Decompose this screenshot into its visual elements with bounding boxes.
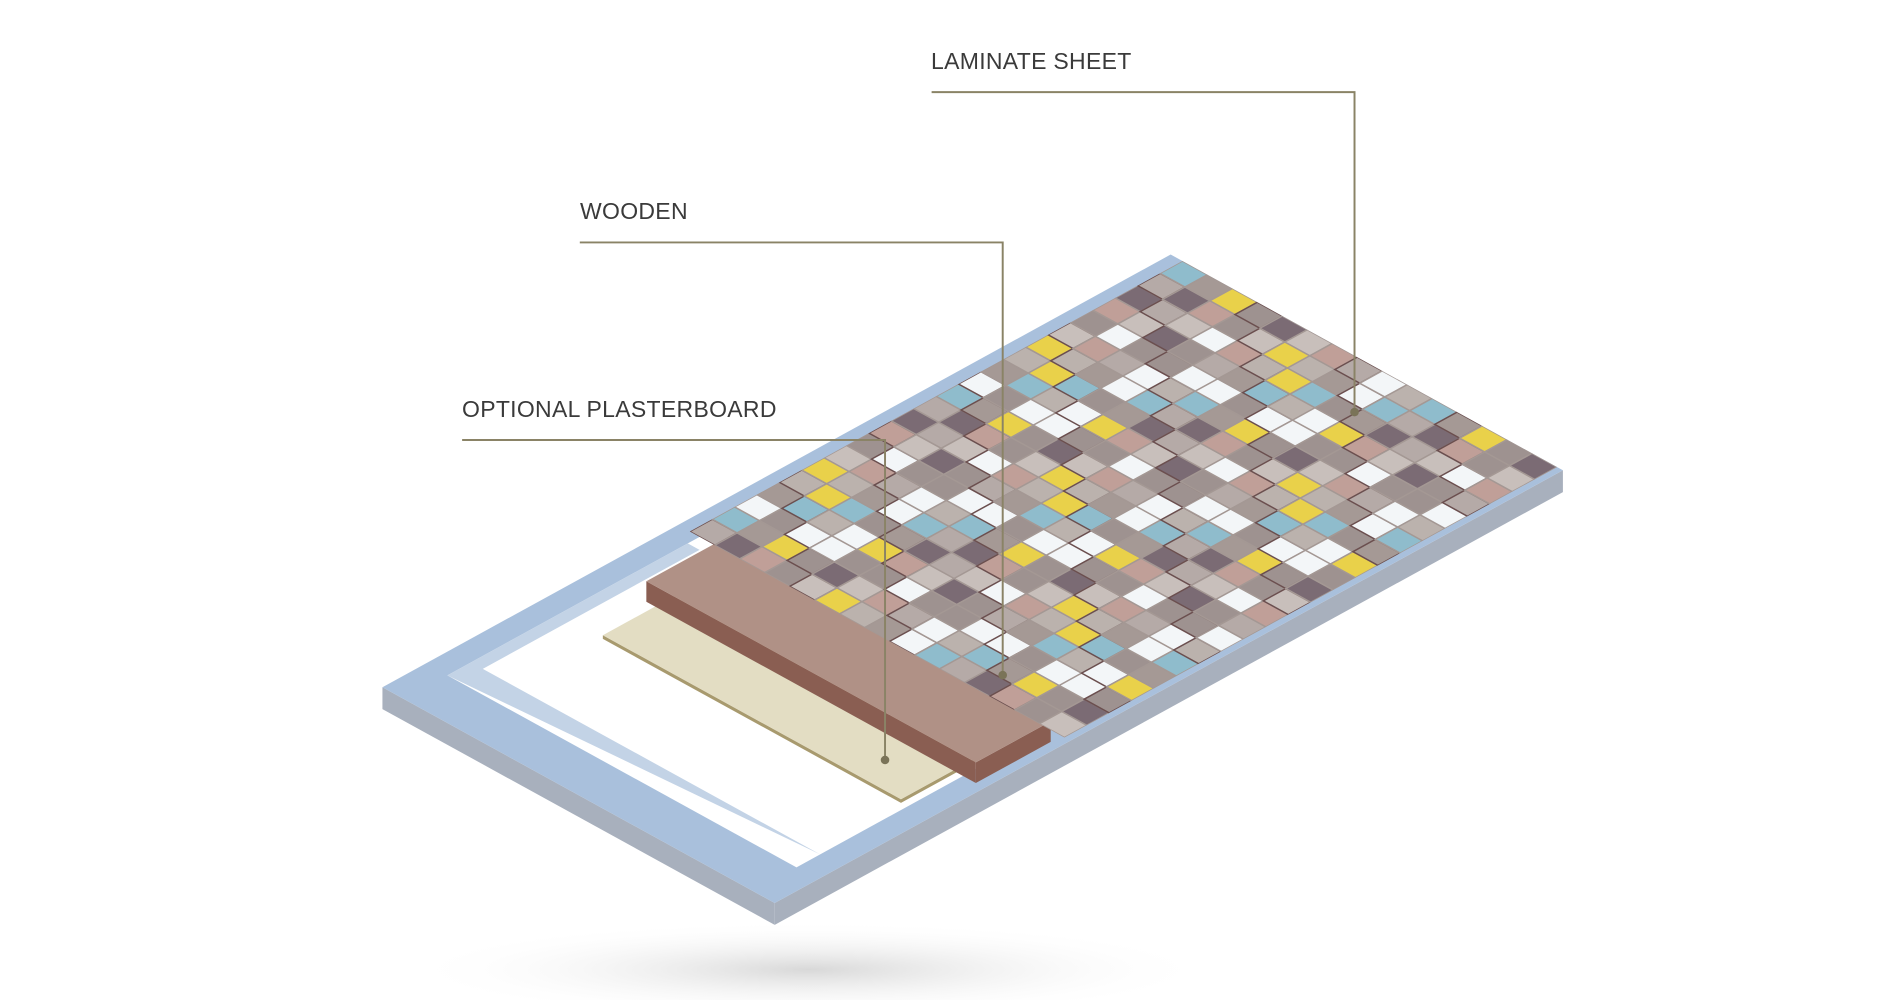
wooden-board-front <box>646 581 976 784</box>
wooden-leader <box>579 241 1004 676</box>
laminate-sheet-label: LAMINATE SHEET <box>931 48 1132 74</box>
laminate-sheet-layer <box>689 261 1558 738</box>
frame-side-left <box>382 687 775 925</box>
laminate-dot <box>1350 407 1359 417</box>
leader-lines <box>462 91 1359 765</box>
laminate-tile <box>1508 452 1558 481</box>
plasterboard-dot <box>880 755 890 765</box>
laminate-leader <box>931 91 1356 413</box>
plasterboard-front <box>602 635 901 803</box>
plasterboard-top <box>602 587 988 800</box>
wooden-board-side <box>975 721 1051 784</box>
wooden-dot <box>998 670 1007 680</box>
frame-inner-wall <box>447 543 821 855</box>
plasterboard-leader <box>462 439 887 760</box>
drop-shadow <box>404 921 1214 1000</box>
wooden-label: WOODEN <box>580 198 688 224</box>
plasterboard-label: OPTIONAL PLASTERBOARD <box>462 396 777 422</box>
wooden-layer <box>646 540 1051 784</box>
wooden-board-top <box>646 540 1051 763</box>
frame-side-right <box>774 470 1563 925</box>
